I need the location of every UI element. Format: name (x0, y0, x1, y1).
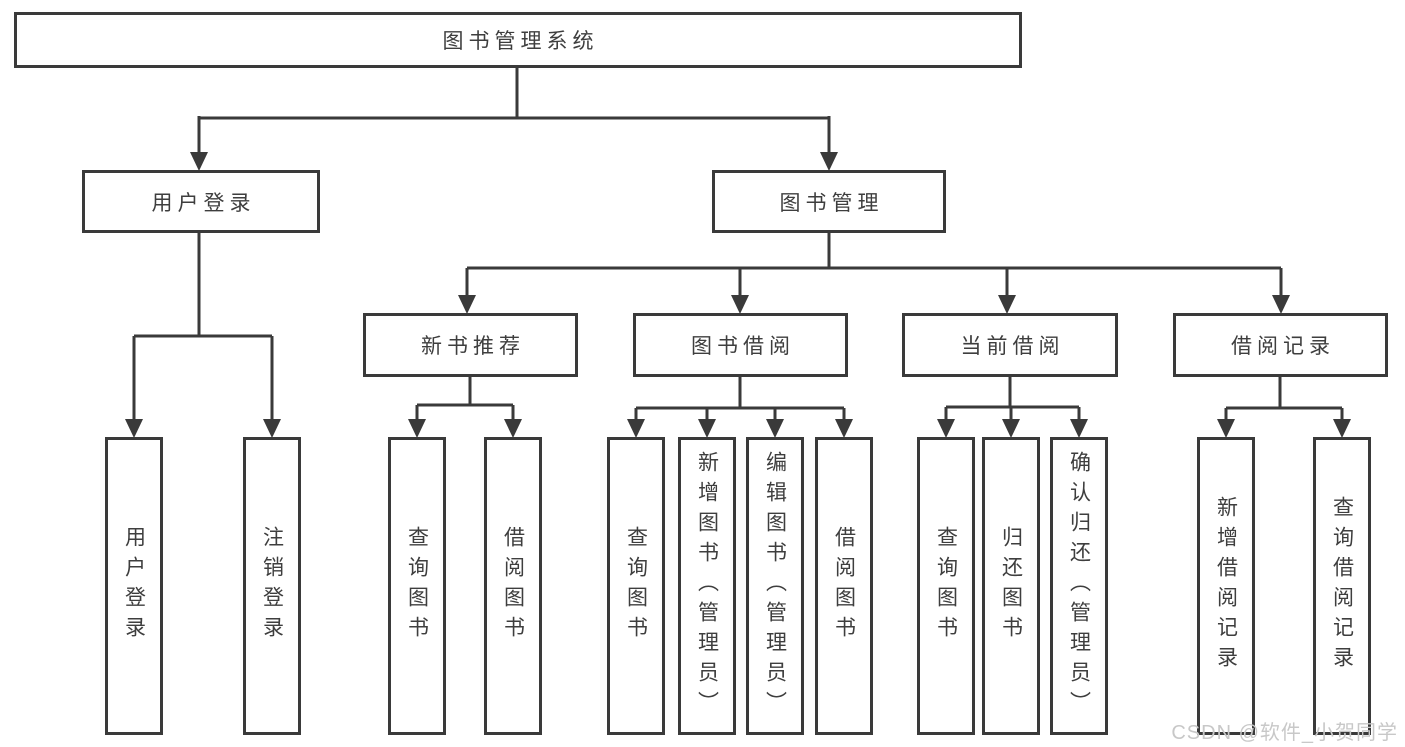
arrow-icon (820, 152, 838, 171)
leaf-label: 新增借阅记录 (1214, 496, 1238, 676)
leaf-borrow-books-recommend: 借阅图书 (484, 437, 542, 735)
arrow-icon (504, 419, 522, 438)
leaf-return-book: 归还图书 (982, 437, 1040, 735)
node-label: 图书管理系统 (442, 30, 599, 53)
arrow-icon (1002, 419, 1020, 438)
node-user-login: 用户登录 (82, 170, 320, 233)
leaf-label: 借阅图书 (832, 526, 856, 646)
arrow-icon (1217, 419, 1235, 438)
leaf-user-login: 用户登录 (105, 437, 163, 735)
leaf-label: 确认归还（管理员） (1067, 451, 1091, 721)
connector-records (1224, 377, 1344, 422)
connector-current (944, 377, 1081, 422)
leaf-label: 查询图书 (624, 526, 648, 646)
leaf-add-book-admin: 新增图书（管理员） (678, 437, 736, 735)
arrow-icon (125, 419, 143, 438)
leaf-label: 查询借阅记录 (1330, 496, 1354, 676)
leaf-query-books-current: 查询图书 (917, 437, 975, 735)
arrow-icon (835, 419, 853, 438)
arrow-icon (1070, 419, 1088, 438)
connector-borrow (634, 377, 846, 422)
arrow-icon (190, 152, 208, 171)
arrow-icon (1333, 419, 1351, 438)
leaf-add-borrow-record: 新增借阅记录 (1197, 437, 1255, 735)
arrow-icon (766, 419, 784, 438)
leaf-label: 查询图书 (405, 526, 429, 646)
arrow-icon (937, 419, 955, 438)
leaf-label: 用户登录 (122, 526, 146, 646)
node-borrowing-records: 借阅记录 (1173, 313, 1388, 377)
leaf-confirm-return-admin: 确认归还（管理员） (1050, 437, 1108, 735)
connector-root (197, 68, 831, 155)
node-label: 图书管理 (779, 191, 884, 215)
arrow-icon (627, 419, 645, 438)
arrow-icon (458, 295, 476, 314)
arrow-icon (408, 419, 426, 438)
connector-book-mgmt (465, 233, 1283, 298)
leaf-query-borrow-record: 查询借阅记录 (1313, 437, 1371, 735)
leaf-label: 注销登录 (260, 526, 284, 646)
leaf-label: 归还图书 (999, 526, 1023, 646)
connector-user-login (132, 233, 274, 422)
node-label: 借阅记录 (1231, 335, 1335, 358)
arrow-icon (263, 419, 281, 438)
csdn-watermark: CSDN @软件_小贺同学 (1171, 722, 1398, 744)
node-book-management: 图书管理 (712, 170, 946, 233)
leaf-query-books-borrow: 查询图书 (607, 437, 665, 735)
node-current-borrowing: 当前借阅 (902, 313, 1118, 377)
arrow-icon (1272, 295, 1290, 314)
arrowheads (125, 152, 1351, 438)
leaf-label: 借阅图书 (501, 526, 525, 646)
leaf-label: 新增图书（管理员） (695, 451, 719, 721)
leaf-edit-book-admin: 编辑图书（管理员） (746, 437, 804, 735)
leaf-label: 查询图书 (934, 526, 958, 646)
node-root-system: 图书管理系统 (14, 12, 1022, 68)
leaf-label: 编辑图书（管理员） (763, 451, 787, 721)
arrow-icon (731, 295, 749, 314)
connector-recommend (415, 377, 515, 422)
node-label: 新书推荐 (421, 335, 525, 358)
arrow-icon (998, 295, 1016, 314)
node-label: 当前借阅 (960, 335, 1065, 358)
leaf-query-books-recommend: 查询图书 (388, 437, 446, 735)
node-label: 用户登录 (151, 191, 256, 215)
node-book-borrowing: 图书借阅 (633, 313, 848, 377)
leaf-logout: 注销登录 (243, 437, 301, 735)
node-new-book-recommend: 新书推荐 (363, 313, 578, 377)
leaf-borrow-books-borrow: 借阅图书 (815, 437, 873, 735)
node-label: 图书借阅 (691, 335, 795, 358)
arrow-icon (698, 419, 716, 438)
